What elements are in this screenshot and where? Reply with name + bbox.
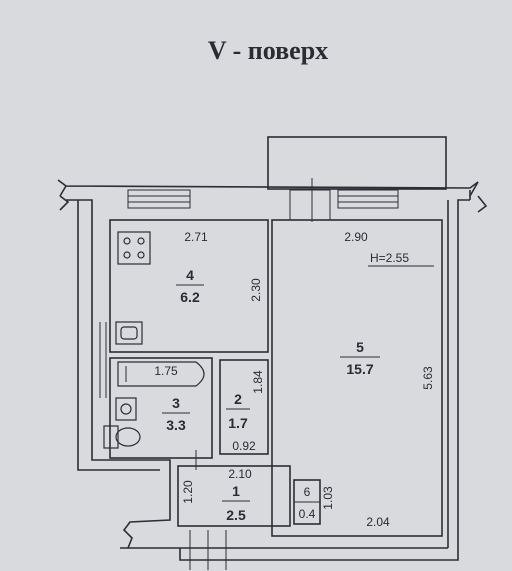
dim-hall-depth: 1.20 <box>181 480 195 504</box>
dim-living-depth: 5.63 <box>421 366 435 390</box>
svg-text:2.5: 2.5 <box>226 507 246 523</box>
room-label-3: 3 3.3 <box>162 395 190 433</box>
dim-kitchen-depth: 2.30 <box>249 278 263 302</box>
svg-text:6.2: 6.2 <box>180 289 200 305</box>
balcony <box>267 136 447 190</box>
svg-text:2: 2 <box>234 391 242 407</box>
radiator-icon <box>99 322 107 398</box>
ceiling-height-label: H=2.55 <box>370 251 409 265</box>
living-room <box>271 219 443 537</box>
dim-hall-width: 2.10 <box>228 467 252 481</box>
dim-living-width: 2.90 <box>344 230 368 244</box>
closet-room <box>219 359 269 455</box>
toilet-icon <box>103 425 141 449</box>
dim-kitchen-width: 2.71 <box>184 230 208 244</box>
svg-text:3: 3 <box>172 395 180 411</box>
stove-icon <box>117 231 151 265</box>
outer-walls <box>57 179 488 561</box>
windows <box>127 178 399 222</box>
plan-title: V - поверх <box>208 36 328 65</box>
room-label-5: 5 15.7 <box>340 339 380 377</box>
room-label-6: 6 0.4 <box>299 485 316 521</box>
bathroom-room <box>109 357 213 459</box>
svg-text:6: 6 <box>304 485 311 499</box>
bathtub-icon <box>117 361 205 387</box>
dim-living-bottom: 2.04 <box>366 515 390 529</box>
dim-bath-length: 1.75 <box>154 364 178 378</box>
room-label-1: 1 2.5 <box>222 483 250 523</box>
svg-text:1: 1 <box>232 483 240 499</box>
hall-room <box>177 465 291 527</box>
svg-text:0.4: 0.4 <box>299 507 316 521</box>
svg-text:1.7: 1.7 <box>228 415 248 431</box>
kitchen-sink-icon <box>115 321 143 345</box>
room-label-4: 4 6.2 <box>176 267 204 305</box>
svg-text:3.3: 3.3 <box>166 417 186 433</box>
svg-text:15.7: 15.7 <box>346 361 373 377</box>
svg-text:5: 5 <box>356 339 364 355</box>
kitchen-window <box>127 189 191 209</box>
bath-sink-icon <box>115 397 137 421</box>
dim-storage-depth: 1.03 <box>321 486 335 510</box>
dim-closet-depth: 1.84 <box>251 370 265 394</box>
balcony-door <box>289 189 331 221</box>
kitchen-room <box>109 219 269 353</box>
living-window <box>337 189 399 209</box>
room-label-2: 2 1.7 <box>226 391 250 431</box>
svg-text:4: 4 <box>186 267 194 283</box>
dim-closet-width: 0.92 <box>232 439 256 453</box>
